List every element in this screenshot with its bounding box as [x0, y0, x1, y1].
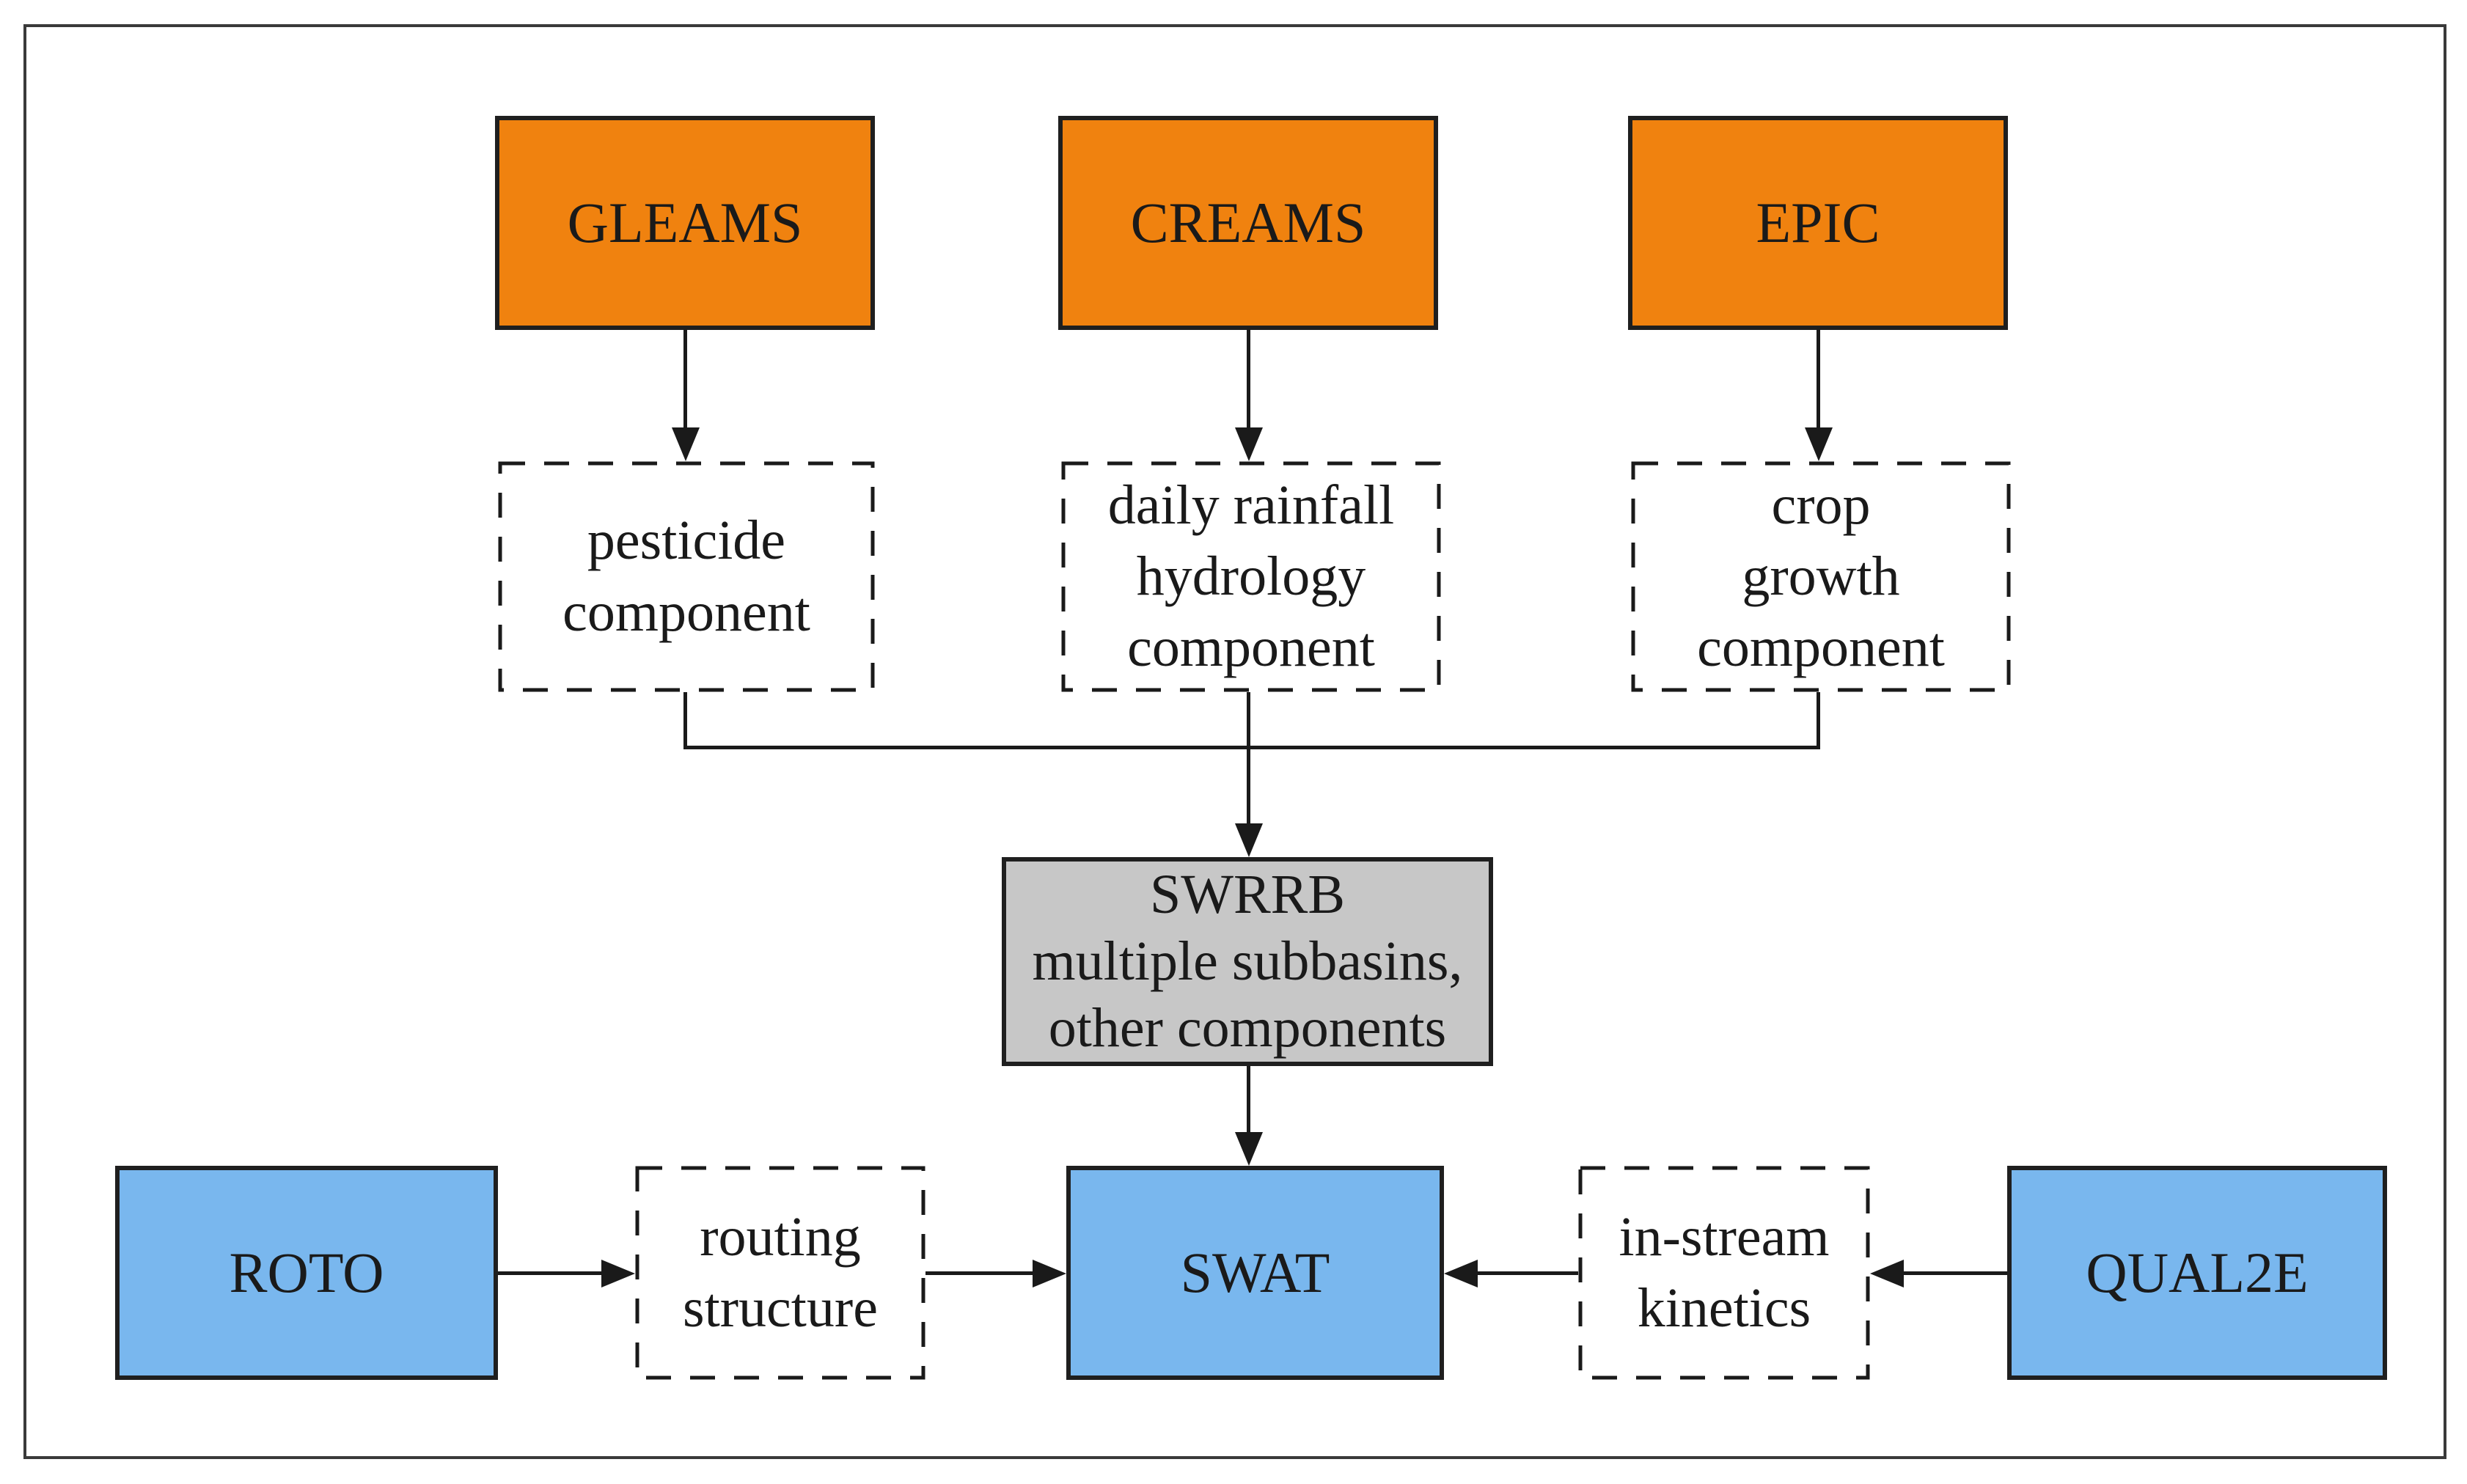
arrow-creams-rainfall-head: [1235, 427, 1263, 461]
node-qual2e: QUAL2E: [2007, 1166, 2387, 1380]
node-routing-line2: structure: [683, 1277, 878, 1339]
node-pesticide-text: pesticide component: [562, 505, 810, 648]
arrow-instream-swat-head: [1444, 1260, 1478, 1288]
arrow-merge-swrrb-head: [1235, 823, 1263, 857]
node-swrrb-line3: other components: [1048, 997, 1447, 1059]
node-pesticide-line1: pesticide: [587, 510, 786, 572]
node-epic-label: EPIC: [1756, 191, 1880, 255]
node-routing-line1: routing: [700, 1205, 861, 1268]
node-crop-text: crop growth component: [1697, 470, 1945, 684]
node-roto: ROTO: [115, 1166, 498, 1380]
arrow-routing-swat-line: [925, 1271, 1034, 1275]
node-instream-line1: in-stream: [1619, 1205, 1830, 1268]
node-epic: EPIC: [1628, 116, 2008, 330]
arrow-routing-swat-head: [1033, 1260, 1066, 1288]
arrow-gleams-pesticide-head: [672, 427, 700, 461]
arrow-swrrb-swat-head: [1235, 1132, 1263, 1166]
node-rainfall-line3: component: [1127, 617, 1375, 679]
arrow-epic-crop-head: [1805, 427, 1833, 461]
node-crop-component: crop growth component: [1631, 461, 2011, 692]
node-qual2e-label: QUAL2E: [2086, 1241, 2309, 1305]
arrow-roto-routing-head: [601, 1260, 635, 1288]
connector-merge-horizontal: [683, 746, 1820, 749]
node-routing-structure: routing structure: [635, 1166, 925, 1380]
node-creams-label: CREAMS: [1130, 191, 1366, 255]
node-rainfall-line1: daily rainfall: [1107, 474, 1395, 536]
node-gleams-label: GLEAMS: [567, 191, 803, 255]
node-routing-text: routing structure: [683, 1202, 878, 1345]
arrow-qual2e-instream-line: [1902, 1271, 2007, 1275]
node-swat: SWAT: [1066, 1166, 1444, 1380]
node-swrrb: SWRRB multiple subbasins, other componen…: [1002, 857, 1493, 1066]
node-pesticide-component: pesticide component: [498, 461, 875, 692]
arrow-instream-swat-line: [1476, 1271, 1578, 1275]
node-swrrb-line1: SWRRB: [1149, 863, 1346, 925]
node-instream-kinetics: in-stream kinetics: [1578, 1166, 1870, 1380]
arrow-creams-rainfall-line: [1247, 330, 1250, 427]
node-instream-line2: kinetics: [1637, 1277, 1811, 1339]
node-swat-label: SWAT: [1180, 1241, 1330, 1305]
node-crop-line3: component: [1697, 617, 1945, 679]
node-crop-line2: growth: [1742, 545, 1900, 607]
node-creams: CREAMS: [1058, 116, 1438, 330]
arrow-gleams-pesticide-line: [683, 330, 687, 427]
arrow-qual2e-instream-head: [1870, 1260, 1904, 1288]
arrow-swrrb-swat-line: [1247, 1066, 1250, 1134]
node-rainfall-line2: hydrology: [1136, 545, 1366, 607]
node-instream-text: in-stream kinetics: [1619, 1202, 1829, 1345]
node-roto-label: ROTO: [229, 1241, 384, 1305]
node-rainfall-text: daily rainfall hydrology component: [1108, 470, 1394, 684]
arrow-roto-routing-line: [498, 1271, 603, 1275]
node-rainfall-component: daily rainfall hydrology component: [1061, 461, 1441, 692]
node-swrrb-line2: multiple subbasins,: [1032, 930, 1463, 992]
connector-pesticide-drop: [683, 692, 687, 749]
arrow-epic-crop-line: [1817, 330, 1820, 427]
node-pesticide-line2: component: [562, 581, 810, 643]
connector-center-drop: [1247, 692, 1250, 824]
connector-crop-drop: [1817, 692, 1820, 749]
diagram-outer-border: [23, 24, 2446, 1459]
node-crop-line1: crop: [1771, 474, 1871, 536]
node-gleams: GLEAMS: [495, 116, 875, 330]
